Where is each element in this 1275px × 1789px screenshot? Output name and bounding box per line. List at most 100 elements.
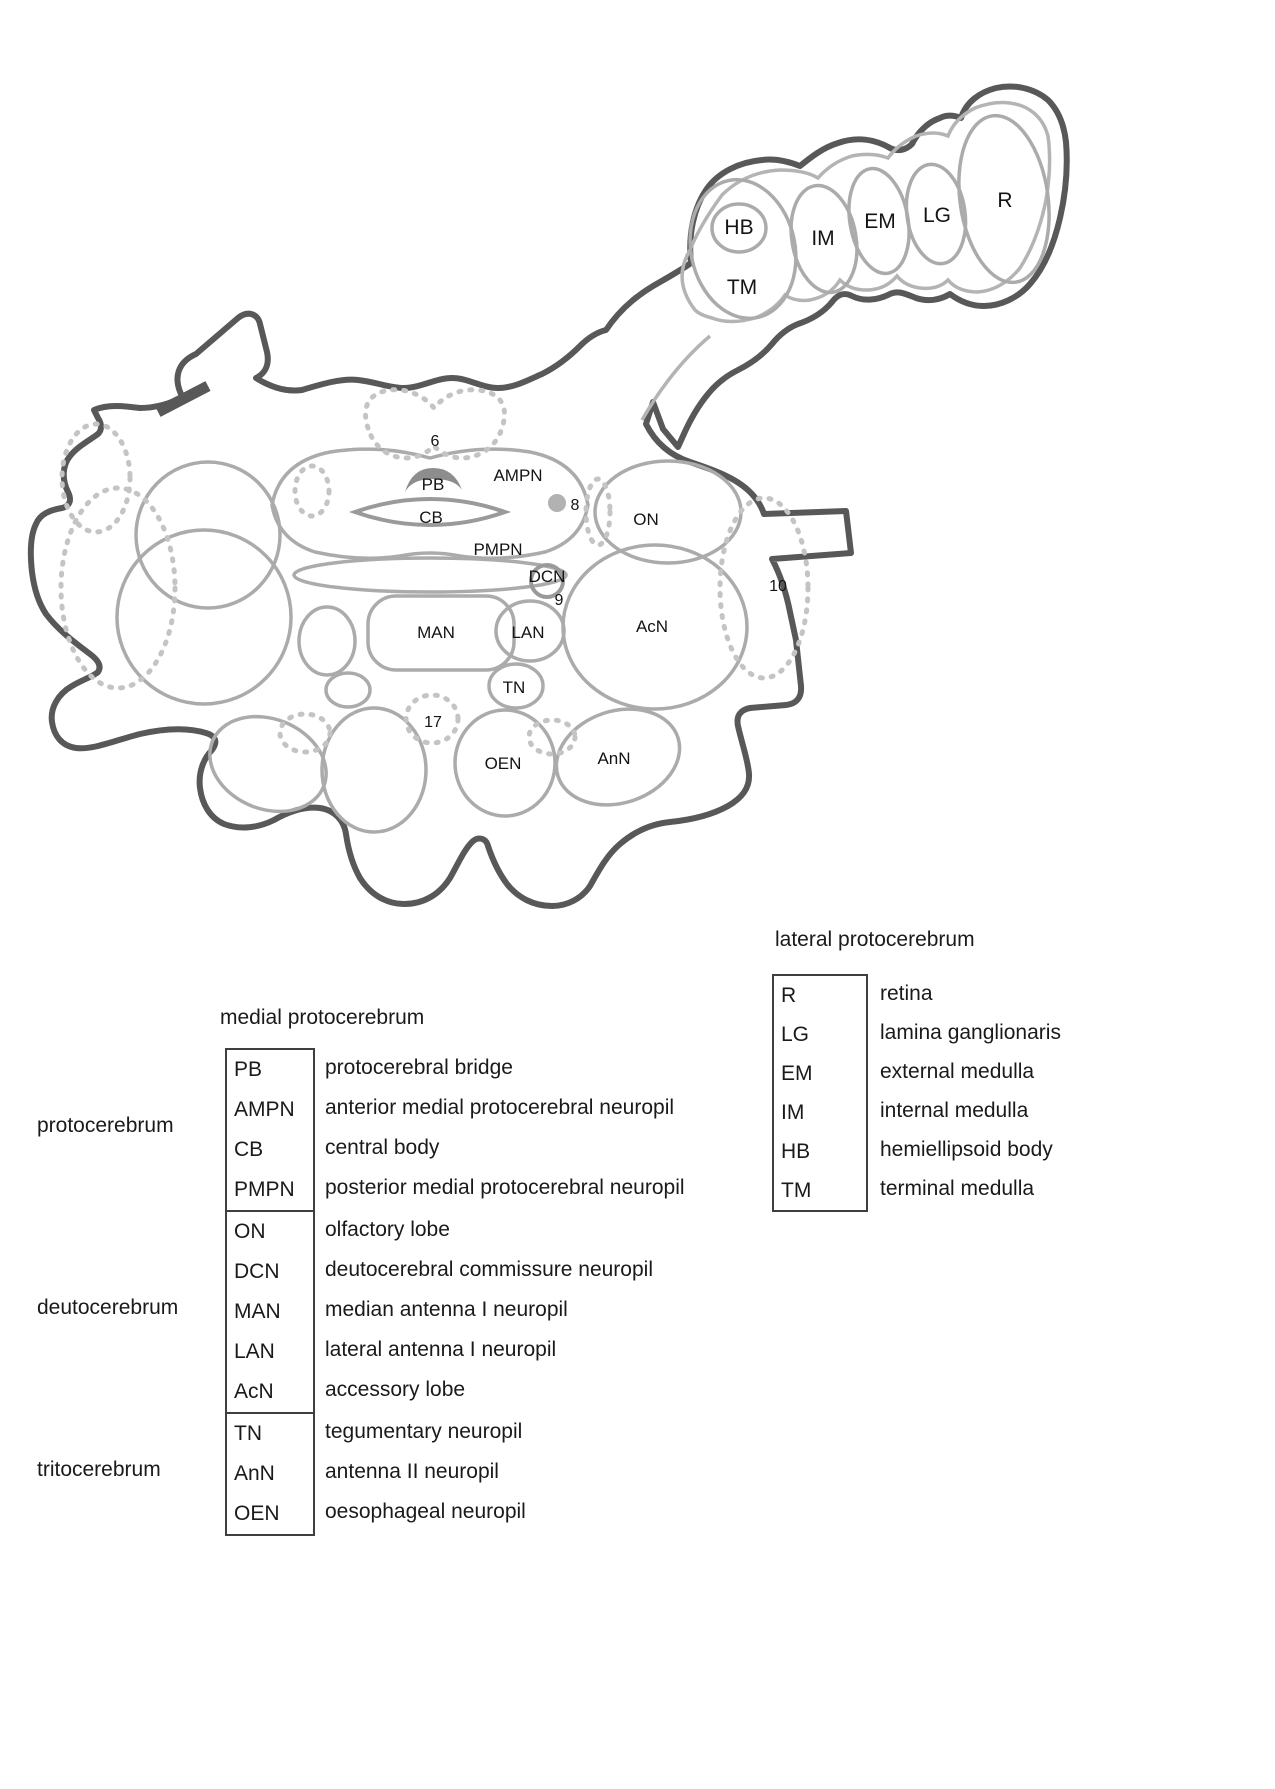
- tn-region: [487, 662, 545, 710]
- label-acn: AcN: [636, 617, 668, 636]
- desc-hb: hemiellipsoid body: [880, 1138, 1053, 1161]
- on-region: [593, 459, 743, 565]
- group-label-protocerebrum: protocerebrum: [37, 1114, 174, 1137]
- left-small-oval-upper: [297, 605, 357, 677]
- label-8: 8: [571, 497, 580, 514]
- desc-ann: antenna II neuropil: [325, 1460, 499, 1483]
- lan-region: [494, 599, 566, 663]
- dotted-region-6: [363, 387, 507, 461]
- label-ann: AnN: [597, 749, 630, 768]
- label-6: 6: [431, 433, 440, 450]
- dotted-right-small: [526, 717, 578, 757]
- bottom-left-lobe-inner: [320, 706, 428, 834]
- abbr-ampn: AMPN: [234, 1098, 295, 1121]
- pmpn-region: [292, 556, 568, 594]
- desc-pmpn: posterior medial protocerebral neuropil: [325, 1176, 685, 1199]
- abbr-em: EM: [781, 1062, 813, 1085]
- group-label-deutocerebrum: deutocerebrum: [37, 1296, 179, 1319]
- dcn-region: [529, 563, 565, 599]
- abbr-acn: AcN: [234, 1380, 274, 1403]
- abbr-tn: TN: [234, 1422, 262, 1445]
- label-hb: HB: [724, 216, 753, 239]
- label-r: R: [997, 189, 1012, 212]
- r-region: [957, 113, 1051, 285]
- label-tm: TM: [727, 276, 757, 299]
- desc-pb: protocerebral bridge: [325, 1056, 513, 1079]
- dotted-left-small: [277, 711, 333, 755]
- desc-em: external medulla: [880, 1060, 1035, 1083]
- ann-region: [554, 707, 682, 807]
- desc-acn: accessory lobe: [325, 1378, 466, 1401]
- desc-tn: tegumentary neuropil: [325, 1420, 523, 1443]
- label-man: MAN: [417, 623, 455, 642]
- label-pmpn: PMPN: [473, 540, 522, 559]
- label-pb: PB: [422, 475, 445, 494]
- pb-region: [405, 468, 462, 492]
- dotted-mid-right: [583, 476, 613, 548]
- man-region: [366, 594, 516, 672]
- left-lobe-lower: [115, 528, 293, 706]
- tritocerebrum-abbr-box: TN AnN OEN: [225, 1412, 315, 1536]
- abbr-pb: PB: [234, 1058, 263, 1081]
- abbr-tm: TM: [781, 1179, 812, 1202]
- abbr-r: R: [781, 984, 797, 1007]
- left-lobe-upper: [134, 460, 282, 610]
- lg-region: [904, 162, 968, 266]
- eyestalk-neck-line: [640, 334, 712, 421]
- label-lg: LG: [923, 204, 951, 227]
- abbr-pmpn: PMPN: [234, 1178, 295, 1201]
- desc-r: retina: [880, 982, 933, 1005]
- abbr-im: IM: [781, 1101, 805, 1124]
- brain-outline: [27, 83, 1070, 909]
- top-left-stub: [155, 381, 211, 417]
- label-lan: LAN: [511, 623, 544, 642]
- hb-region: [710, 202, 768, 254]
- label-17: 17: [424, 714, 442, 731]
- desc-cb: central body: [325, 1136, 440, 1159]
- desc-man: median antenna I neuropil: [325, 1298, 568, 1321]
- dotted-region-17: [403, 692, 461, 746]
- lateral-desc-column: retina lamina ganglionaris external medu…: [880, 974, 1061, 1208]
- commissure-dot-8: [548, 494, 566, 512]
- deutocerebrum-desc-column: olfactory lobe deutocerebral commissure …: [325, 1210, 653, 1410]
- abbr-oen: OEN: [234, 1502, 280, 1525]
- tritocerebrum-desc-column: tegumentary neuropil antenna II neuropil…: [325, 1412, 526, 1532]
- label-im: IM: [811, 227, 834, 250]
- protocerebrum-abbr-box: PB AMPN CB PMPN: [225, 1048, 315, 1212]
- brain-diagram: HB TM IM EM LG R 6 PB AMPN CB 8 ON PMPN …: [27, 83, 1070, 909]
- abbr-dcn: DCN: [234, 1260, 280, 1283]
- tm-region: [688, 177, 798, 321]
- dotted-mid-left: [292, 463, 332, 519]
- desc-lg: lamina ganglionaris: [880, 1021, 1061, 1044]
- label-cb: CB: [419, 508, 443, 527]
- cb-region: [348, 496, 512, 528]
- abbr-man: MAN: [234, 1300, 281, 1323]
- deutocerebrum-abbr-box: ON DCN MAN LAN AcN: [225, 1210, 315, 1414]
- desc-im: internal medulla: [880, 1099, 1029, 1122]
- desc-oen: oesophageal neuropil: [325, 1500, 526, 1523]
- group-label-tritocerebrum: tritocerebrum: [37, 1458, 161, 1481]
- left-small-oval-lower: [324, 671, 372, 709]
- lateral-abbr-box: R LG EM IM HB TM: [772, 974, 868, 1212]
- label-oen: OEN: [485, 754, 522, 773]
- label-ampn: AMPN: [493, 466, 542, 485]
- desc-dcn: deutocerebral commissure neuropil: [325, 1258, 653, 1281]
- abbr-ann: AnN: [234, 1462, 275, 1485]
- label-9: 9: [555, 592, 564, 609]
- desc-tm: terminal medulla: [880, 1177, 1035, 1200]
- desc-on: olfactory lobe: [325, 1218, 450, 1241]
- abbr-lan: LAN: [234, 1340, 275, 1363]
- dotted-region-10: [717, 495, 811, 681]
- protocerebrum-desc-column: protocerebral bridge anterior medial pro…: [325, 1048, 685, 1208]
- abbr-cb: CB: [234, 1138, 264, 1161]
- desc-ampn: anterior medial protocerebral neuropil: [325, 1096, 675, 1119]
- label-dcn: DCN: [529, 567, 566, 586]
- label-em: EM: [864, 210, 896, 233]
- im-region: [789, 183, 859, 295]
- medial-protocerebrum-title: medial protocerebrum: [220, 1006, 425, 1029]
- abbr-hb: HB: [781, 1140, 811, 1163]
- label-10: 10: [769, 578, 787, 595]
- dotted-left-upper-arc: [59, 421, 133, 535]
- lateral-protocerebrum-title: lateral protocerebrum: [775, 928, 975, 951]
